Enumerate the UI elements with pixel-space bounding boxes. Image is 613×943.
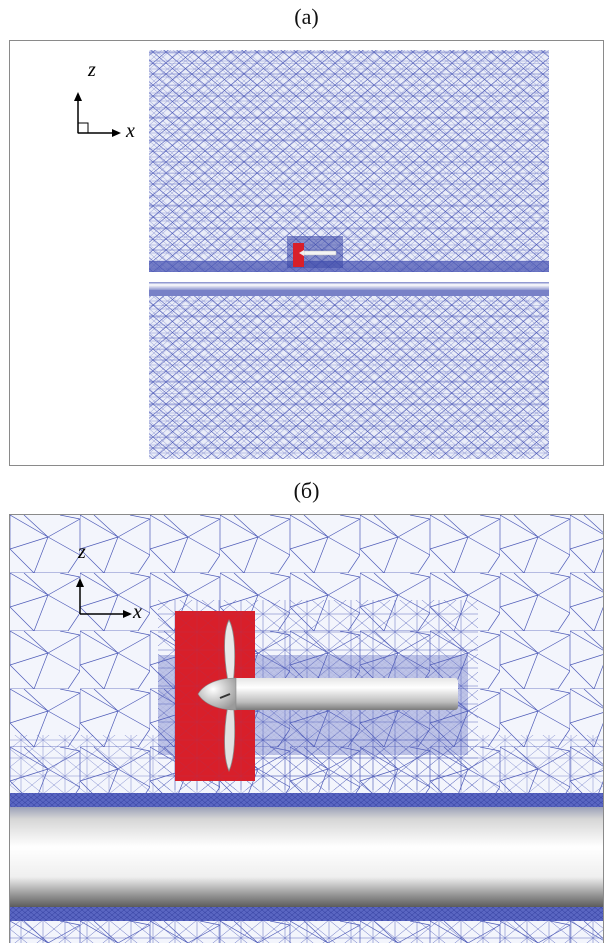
z-axis-label-a: z [88,59,96,81]
boundary-layer-lower-b [10,907,603,921]
mesh-view-b [10,515,603,943]
z-axis-label-b: z [78,541,86,563]
propeller-shaft-b [230,678,458,710]
mesh-panel-a: z x [9,40,604,466]
boundary-layer-lower-a [149,290,549,296]
propeller-hub-b [197,677,237,711]
caption-b: (б) [293,478,320,503]
boundary-layer-upper-a [149,261,549,272]
propeller-shaft-a [303,250,337,256]
rotating-zone-a [293,243,304,267]
shaft-b [10,807,603,907]
shaft-a [149,282,549,290]
mesh-view-a [74,50,549,459]
mesh-panel-b: z x [9,514,604,943]
boundary-layer-upper-b [10,793,603,807]
caption-a: (a) [294,4,319,29]
propeller-blade-lower-b [224,694,236,772]
x-axis-label-b: x [133,601,142,623]
propeller-blade-upper-b [224,619,236,692]
x-axis-label-a: x [126,120,135,142]
